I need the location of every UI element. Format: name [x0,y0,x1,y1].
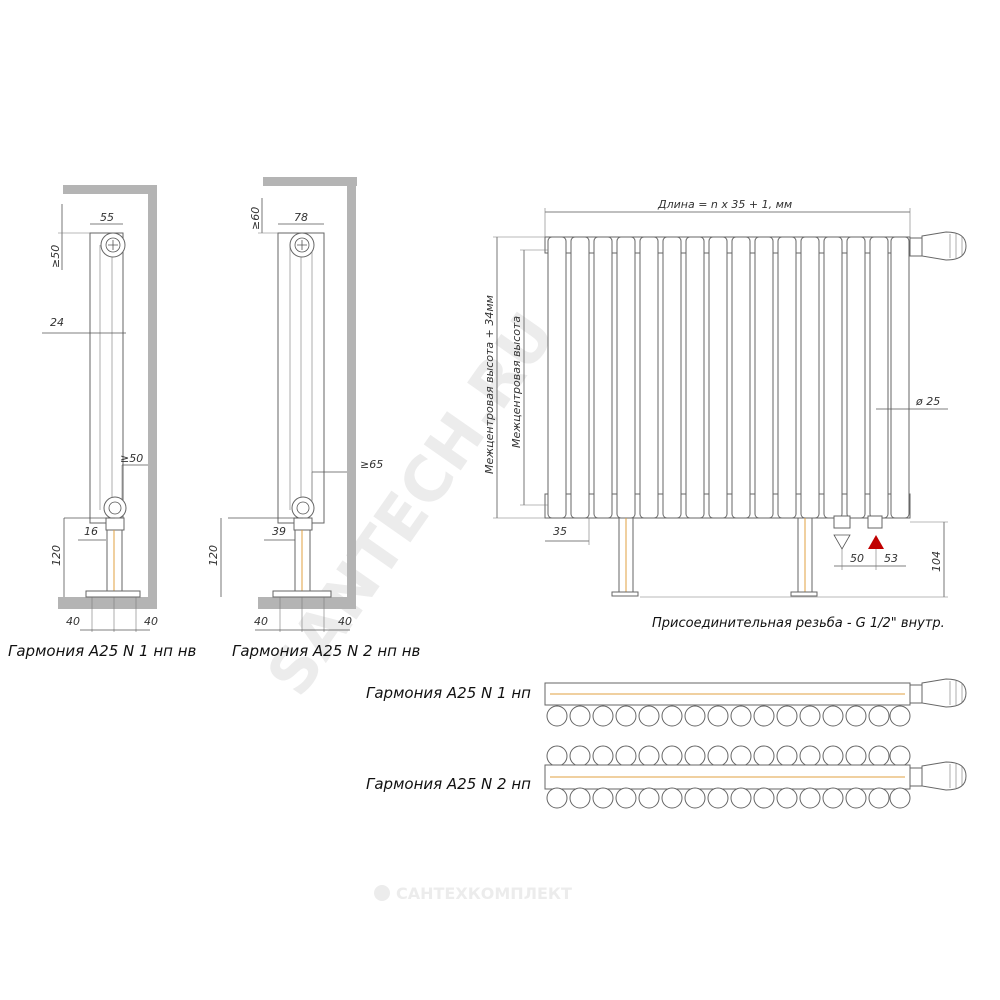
dim-39: 39 [272,525,286,538]
wall-top-1 [63,185,157,194]
thread-note: Присоединительная резьба - G 1/2" внутр. [652,616,945,631]
footer-logo-watermark: САНТЕХКОМПЛЕКТ [374,884,572,903]
bottom-valve-icon [103,496,127,531]
flow-in-marker-icon [868,535,884,549]
top-plug-icon-2 [289,232,315,258]
plan-view-2: Гармония А25 N 2 нп [366,745,967,809]
floor-flange-2 [272,590,332,598]
caption-side-1: Гармония А25 N 1 нп нв [8,642,197,660]
front-view: Длина = n x 35 + 1, мм Межцентровая высо… [483,198,967,631]
connection-outlet [867,515,883,529]
dim-ge65: ≥65 [360,458,383,471]
dim-ge50-wall: ≥50 [120,452,143,465]
footer-watermark-text: САНТЕХКОМПЛЕКТ [396,884,572,903]
plan-tubes-2-bottom [546,787,911,809]
floor-2 [258,597,356,609]
floor-flange-1 [85,590,141,598]
dim-104: 104 [930,551,943,572]
radiator-section-1 [89,232,124,524]
dim-53: 53 [884,552,898,565]
caption-plan-1: Гармония А25 N 1 нп [366,684,531,702]
plan-view-1: Гармония А25 N 1 нп [366,678,967,727]
side-view-1: 55 ≥50 24 ≥50 16 120 40 40 Гармония А25 … [8,185,197,660]
plan-tubes-1 [546,705,911,727]
dim-ge60: ≥60 [249,207,262,230]
thermostat-head-icon-plan-1 [909,678,967,708]
dim-35: 35 [553,525,567,538]
side-view-2: 78 ≥60 ≥65 39 120 40 40 Гармония А25 N 2… [207,177,421,660]
floor-1 [58,597,157,609]
dim-50: 50 [850,552,864,565]
dim-24: 24 [50,316,64,329]
dim-40-right-a: 40 [144,615,158,628]
wall-vertical-2 [347,177,356,597]
dim-length: Длина = n x 35 + 1, мм [657,198,792,211]
tube-columns [547,236,910,519]
dim-55: 55 [100,211,114,224]
top-plug-icon [100,232,126,258]
wall-vertical-1 [148,185,157,597]
dim-120-b: 120 [207,545,220,566]
plan-tubes-2-top [546,745,911,767]
dim-40-left-b: 40 [254,615,268,628]
dim-40-left-a: 40 [66,615,80,628]
dim-16: 16 [84,525,98,538]
dim-center-height: Межцентровая высота [510,316,523,448]
caption-plan-2: Гармония А25 N 2 нп [366,775,531,793]
dim-ge50-top: ≥50 [49,245,62,268]
wall-top-2 [263,177,357,186]
dim-78: 78 [294,211,308,224]
dim-diameter: ø 25 [915,395,940,408]
thermostat-head-icon [909,231,967,261]
dim-center-height-plus: Межцентровая высота + 34мм [483,295,496,474]
bottom-valve-icon-2 [291,496,315,531]
dim-120-a: 120 [50,545,63,566]
thermostat-head-icon-plan-2 [909,761,967,791]
flow-out-marker-icon [833,534,851,550]
caption-side-2: Гармония А25 N 2 нп нв [232,642,421,660]
dim-40-right-b: 40 [338,615,352,628]
connection-inlet [833,515,851,529]
